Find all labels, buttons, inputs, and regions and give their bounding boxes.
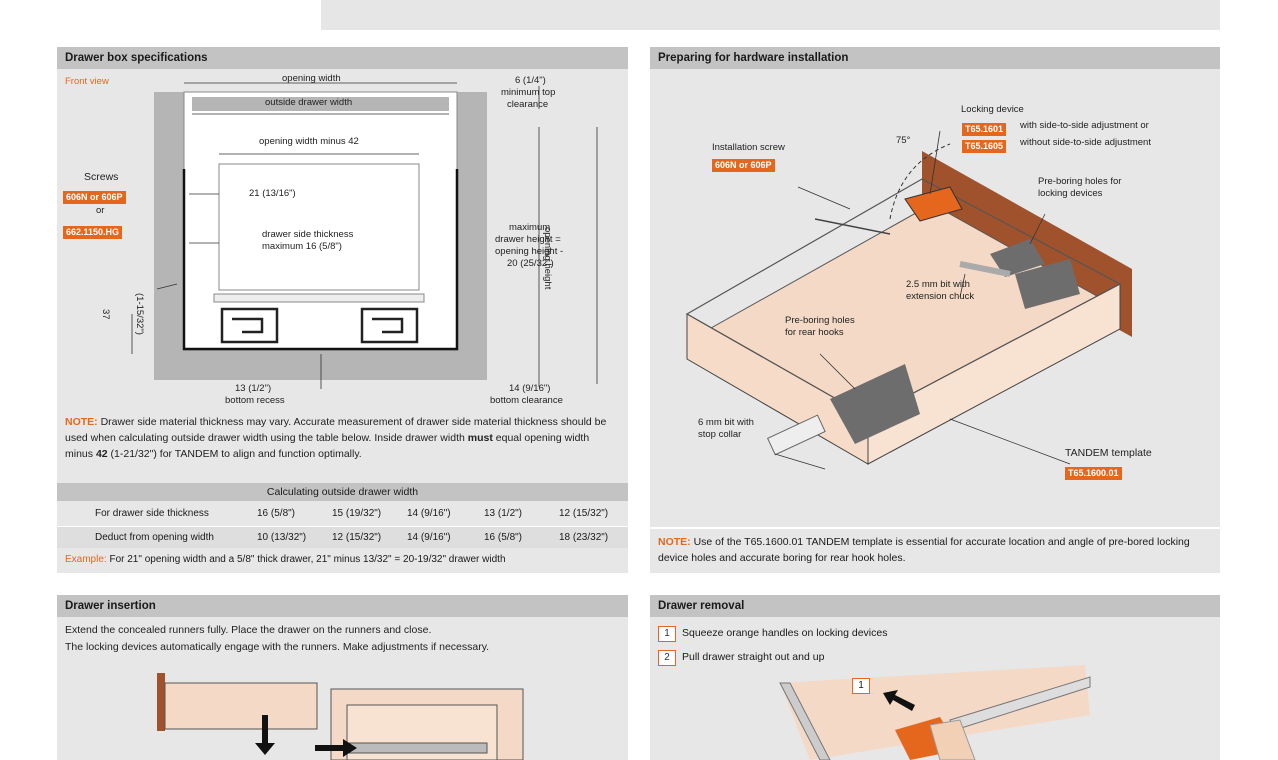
bottom-recess-label: bottom recess: [225, 395, 285, 406]
locking-device-label: Locking device: [961, 104, 1024, 115]
opening-height-label: opening height: [542, 227, 553, 290]
cabinet-side-left: [154, 92, 184, 380]
arrow-right-icon: [315, 739, 357, 757]
side-thickness-max-label: maximum 16 (5/8"): [262, 241, 342, 252]
hand: [929, 719, 976, 760]
tag-t65-1601: T65.1601: [962, 123, 1007, 136]
installation-diagram: [685, 130, 1132, 470]
template-label: TANDEM template: [1065, 447, 1152, 459]
max-height-label-2: drawer height =: [495, 234, 561, 245]
max-height-value: 20 (25/32"): [507, 258, 554, 269]
arrow-down-icon: [255, 715, 275, 755]
screw-tag-662: 662.1150.HG: [63, 226, 123, 239]
cabinet-bottom: [154, 350, 487, 380]
panel-title: Drawer removal: [650, 595, 1220, 617]
panel-title: Preparing for hardware installation: [650, 47, 1220, 69]
preboring-rear-label-2: for rear hooks: [785, 327, 844, 338]
front-view-diagram: [131, 82, 598, 389]
side-thickness-label: drawer side thickness: [262, 229, 354, 240]
prep-note: NOTE: Use of the T65.1600.01 TANDEM temp…: [650, 527, 1220, 573]
drill-bit-6mm: [766, 414, 826, 456]
calc-table-title: Calculating outside drawer width: [57, 483, 628, 501]
template-rear-part: [990, 239, 1045, 277]
opening-width-label: opening width: [282, 73, 341, 84]
opening-minus-label: opening width minus 42: [259, 136, 359, 147]
runner-right: [360, 307, 419, 344]
screw-or-label: or: [96, 205, 105, 216]
panel-title: Drawer box specifications: [57, 47, 628, 69]
dim-37-label: 37: [100, 309, 111, 320]
dim-37-in-label: (1-15/32"): [134, 293, 145, 335]
preboring-rear-label-1: Pre-boring holes: [785, 315, 855, 326]
outside-drawer-width-label: outside drawer width: [265, 97, 353, 108]
bottom-clearance-value: 14 (9/16"): [509, 383, 551, 394]
bit-25-label-1: 2.5 mm bit with: [906, 279, 970, 290]
adjust-label: with side-to-side adjustment or: [1020, 120, 1149, 131]
insertion-diagram: [157, 673, 524, 760]
bit-25-label-2: extension chuck: [906, 291, 975, 302]
top-clearance-value: 6 (1/4"): [515, 75, 546, 86]
angle-label: 75°: [896, 135, 911, 146]
bottom-recess-value: 13 (1/2"): [235, 383, 272, 394]
insertion-line-2: The locking devices automatically engage…: [65, 641, 490, 653]
max-height-label-1: maximum: [509, 222, 551, 233]
step-badge: 1: [852, 678, 870, 694]
note-label: NOTE:: [65, 416, 98, 428]
insertion-line-1: Extend the concealed runners fully. Plac…: [65, 624, 432, 636]
top-banner: [321, 0, 1220, 30]
drawer-bottom: [213, 293, 425, 303]
install-screw-tag: 606N or 606P: [712, 159, 775, 172]
top-clearance-label-2: clearance: [507, 99, 549, 110]
install-screw-label: Installation screw: [712, 142, 785, 153]
preboring-lock-label-1: Pre-boring holes for: [1038, 176, 1122, 187]
screws-label: Screws: [84, 171, 119, 183]
removal-diagram: [779, 665, 1091, 760]
table-row: Deduct from opening width 10 (13/32") 12…: [57, 526, 628, 548]
note-label: NOTE:: [658, 536, 691, 548]
template-front-part: [830, 364, 920, 444]
front-view-label: Front view: [65, 76, 109, 87]
screw-tag-606: 606N or 606P: [63, 191, 126, 204]
example-text: Example: For 21" opening width and a 5/8…: [65, 554, 506, 565]
hardware-installation-panel: Preparing for hardware installation: [650, 47, 1220, 573]
arrow-icon: [883, 690, 915, 711]
tag-t65-1605: T65.1605: [962, 140, 1007, 153]
drawer-body: [164, 682, 318, 730]
drawer-inner: [218, 163, 420, 291]
drawer-box-specifications-panel: Drawer box specifications: [57, 47, 628, 573]
dim-21-label: 21 (13/16"): [249, 188, 296, 199]
cabinet-side-right: [457, 92, 487, 380]
noadjust-label: without side-to-side adjustment: [1020, 137, 1151, 148]
spec-note: NOTE: Drawer side material thickness may…: [65, 416, 607, 460]
drawer-insertion-panel: Drawer insertion Extend the concealed ru…: [57, 595, 628, 760]
runner-left: [220, 307, 279, 344]
drawer-top-rail: [192, 97, 449, 111]
bit-6-label-1: 6 mm bit with: [698, 417, 754, 428]
drawer-front: [157, 673, 165, 731]
bit-6-label-2: stop collar: [698, 429, 742, 440]
max-height-label-3: opening height -: [495, 246, 564, 257]
template-tag: T65.1600.01: [1065, 467, 1122, 480]
runner: [346, 742, 488, 754]
top-clearance-label: minimum top: [501, 87, 556, 98]
locking-device: [904, 186, 963, 222]
bottom-clearance-label: bottom clearance: [490, 395, 563, 406]
table-row: For drawer side thickness 16 (5/8") 15 (…: [57, 503, 628, 525]
preboring-lock-label-2: locking devices: [1038, 188, 1103, 199]
panel-title: Drawer insertion: [57, 595, 628, 617]
